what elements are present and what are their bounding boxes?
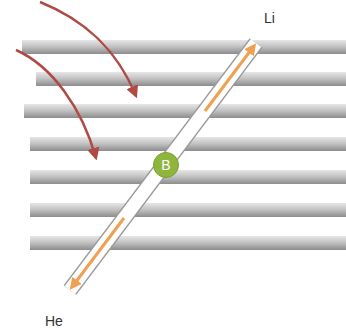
layer-bar bbox=[36, 72, 346, 86]
helium-arrow bbox=[72, 218, 124, 287]
neutron-arrow bbox=[40, 2, 136, 96]
layer-bar bbox=[30, 236, 346, 250]
layer-bar bbox=[30, 203, 346, 217]
element-symbol: B bbox=[161, 157, 170, 173]
neutron-arrow bbox=[16, 50, 96, 158]
layer-bar bbox=[24, 104, 346, 118]
particle-label: Li bbox=[264, 10, 275, 26]
layer-bar bbox=[22, 40, 346, 54]
track-outline bbox=[70, 43, 256, 290]
lithium-arrow bbox=[205, 46, 254, 111]
particle-label: He bbox=[45, 313, 63, 329]
layer-bar bbox=[30, 170, 346, 184]
boron-atom-circle: B bbox=[153, 152, 179, 178]
particle-track bbox=[70, 43, 256, 290]
